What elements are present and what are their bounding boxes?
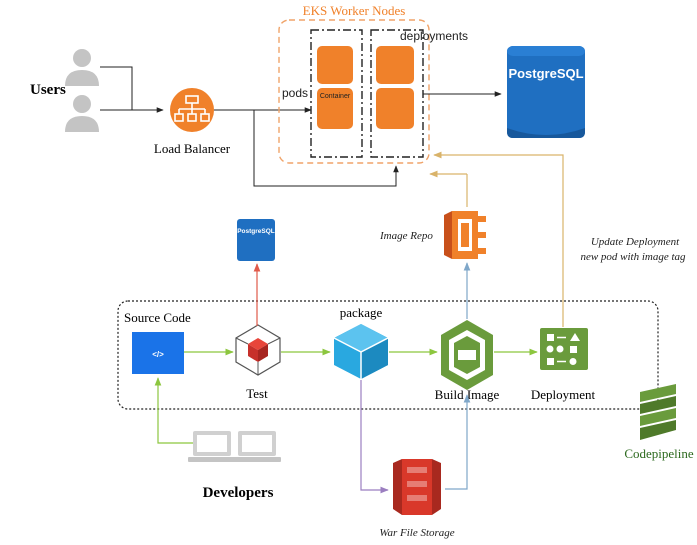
codepipeline-icon bbox=[640, 384, 676, 440]
update-deployment-line2: new pod with image tag bbox=[580, 251, 686, 263]
package-to-s3-arrow bbox=[360, 380, 389, 494]
user-icon bbox=[65, 49, 99, 86]
postgresql-icon bbox=[507, 46, 585, 138]
war-file-storage-label: War File Storage bbox=[379, 527, 454, 539]
users-to-lb-connector bbox=[100, 66, 164, 113]
source-code-label: Source Code bbox=[124, 310, 191, 325]
users-label: Users bbox=[30, 82, 66, 98]
deployment-container bbox=[376, 88, 414, 129]
package-icon bbox=[333, 324, 389, 379]
update-deployment-line1: Update Deployment bbox=[591, 236, 680, 248]
codepipeline-label: Codepipeline bbox=[624, 446, 694, 461]
deployment-label: Deployment bbox=[531, 387, 596, 402]
load-balancer-icon bbox=[170, 88, 214, 132]
developers-to-source-arrow bbox=[154, 377, 193, 444]
image-repo-label: Image Repo bbox=[379, 230, 433, 242]
load-balancer-label: Load Balancer bbox=[154, 141, 231, 156]
package-label: package bbox=[340, 305, 383, 320]
eks-title: EKS Worker Nodes bbox=[303, 3, 406, 18]
ecr-icon bbox=[444, 211, 486, 259]
postgresql-small-icon bbox=[237, 219, 275, 261]
deployment-icon bbox=[540, 328, 588, 370]
test-label: Test bbox=[246, 386, 268, 401]
lb-to-eks-connector bbox=[214, 107, 399, 187]
laptop-icon bbox=[233, 431, 281, 462]
code-icon bbox=[132, 332, 184, 374]
pod-container bbox=[317, 46, 353, 84]
s3-icon bbox=[393, 459, 441, 515]
pipeline-group bbox=[117, 300, 659, 410]
pods-box bbox=[310, 29, 363, 158]
user-icon bbox=[65, 95, 99, 132]
s3-to-build-arrow bbox=[445, 394, 471, 490]
postgresql-small-label: PostgreSQL bbox=[237, 228, 275, 235]
postgresql-label: PostgreSQL bbox=[508, 66, 583, 81]
developers-label: Developers bbox=[203, 485, 274, 501]
laptop-icon bbox=[188, 431, 236, 462]
eks-worker-nodes-group bbox=[278, 19, 430, 164]
test-cube-icon bbox=[235, 324, 281, 376]
container-label: Container bbox=[320, 93, 351, 100]
deployments-label: deployments bbox=[400, 29, 468, 43]
deployment-to-eks-arrow bbox=[433, 151, 564, 327]
pods-label: pods bbox=[282, 86, 308, 100]
source-code-glyph: </> bbox=[152, 350, 164, 359]
deployment-container bbox=[376, 46, 414, 84]
build-icon bbox=[441, 320, 493, 390]
pod-container bbox=[317, 88, 353, 129]
